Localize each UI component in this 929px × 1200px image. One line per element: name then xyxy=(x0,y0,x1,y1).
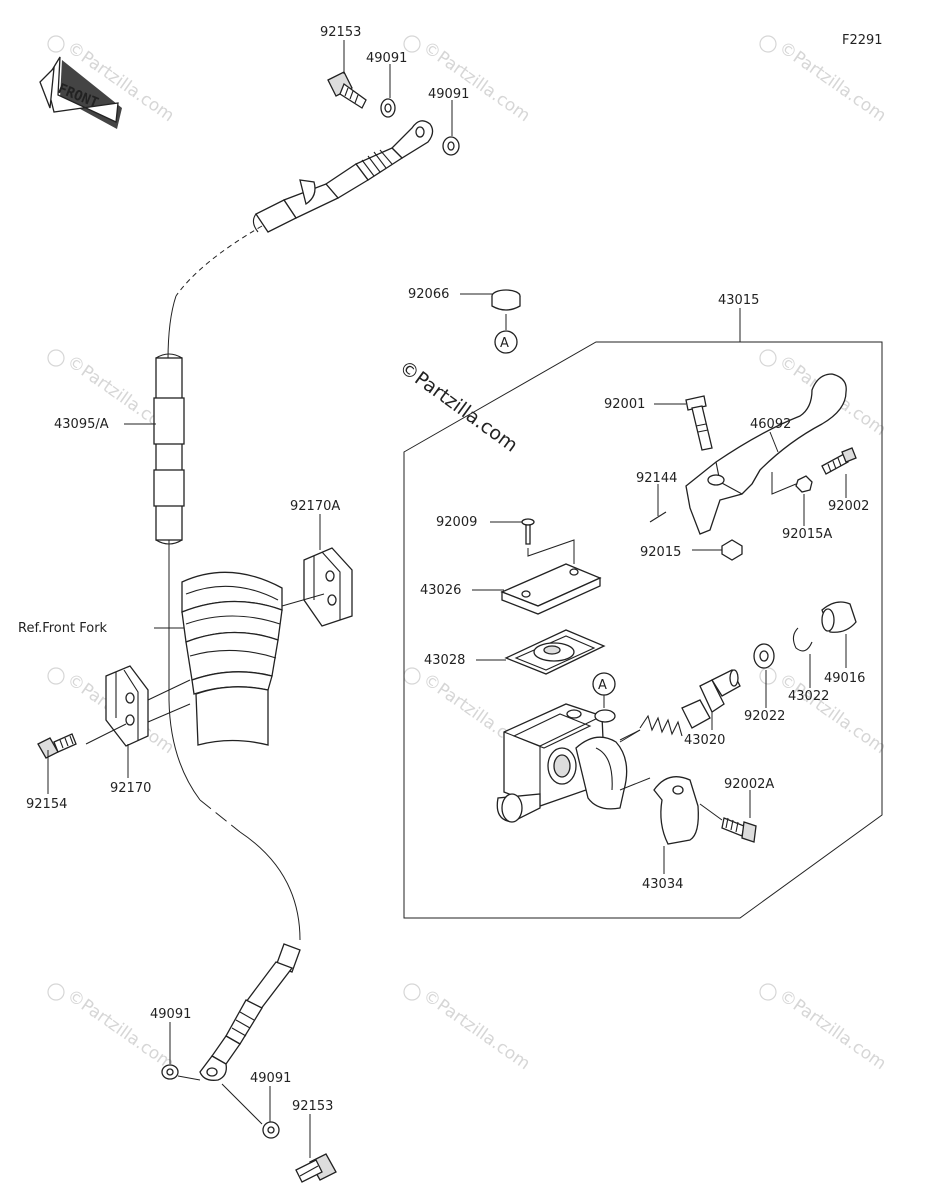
watermark-text: ©Partzilla.com xyxy=(775,986,890,1075)
callout-49091-d: 49091 xyxy=(250,1071,291,1086)
ref-a-top: A xyxy=(500,336,509,351)
copyright-text: ©Partzilla.com xyxy=(395,356,522,456)
callout-43015: 43015 xyxy=(718,293,759,308)
watermark-text: ©Partzilla.com xyxy=(419,986,534,1075)
bolt-92002 xyxy=(821,447,857,475)
nut-92015 xyxy=(721,539,743,561)
spring-92144 xyxy=(649,511,667,523)
callout-92015A: 92015A xyxy=(782,527,832,542)
pin-92001 xyxy=(685,395,713,451)
bolt-92002A xyxy=(721,817,757,843)
watermark-text: ©Partzilla.com xyxy=(775,38,890,127)
figure-code: F2291 xyxy=(842,33,883,48)
front-fork xyxy=(181,571,283,746)
callout-92002: 92002 xyxy=(828,499,869,514)
callout-43034: 43034 xyxy=(642,877,683,892)
callout-43022: 43022 xyxy=(788,689,829,704)
piston-43020 xyxy=(619,669,741,741)
assembly-43015-frame xyxy=(403,341,883,919)
lever-46092 xyxy=(685,373,847,535)
ref-front-fork-label: Ref.Front Fork xyxy=(18,621,108,636)
callout-43020: 43020 xyxy=(684,733,725,748)
watermark-layer: ©Partzilla.com ©Partzilla.com ©Partzilla… xyxy=(47,35,890,1075)
diaphragm-43028 xyxy=(504,629,606,675)
clamp-92170 xyxy=(85,665,191,747)
banjo-bolt-top xyxy=(327,71,367,109)
callout-43026: 43026 xyxy=(420,583,461,598)
callout-49091-a: 49091 xyxy=(366,51,407,66)
callout-46092: 46092 xyxy=(750,417,791,432)
callout-49091-c: 49091 xyxy=(150,1007,191,1022)
hose-segment xyxy=(155,357,183,541)
callout-92144: 92144 xyxy=(636,471,677,486)
callout-92170A: 92170A xyxy=(290,499,340,514)
circlip-43022 xyxy=(792,627,813,652)
front-direction-arrow: FRONT xyxy=(39,56,122,129)
screw-92009 xyxy=(521,518,575,564)
callout-92009: 92009 xyxy=(436,515,477,530)
callout-92001: 92001 xyxy=(604,397,645,412)
callout-49016: 49016 xyxy=(824,671,865,686)
callout-92002A: 92002A xyxy=(724,777,774,792)
clamp-92170A xyxy=(281,547,353,627)
banjo-fitting-top xyxy=(391,120,434,159)
nut-92015A xyxy=(795,475,813,493)
callout-43095: 43095/A xyxy=(54,417,109,432)
callout-92154: 92154 xyxy=(26,797,67,812)
banjo-bolt-bottom xyxy=(295,1153,337,1183)
leader-lines xyxy=(47,40,847,1158)
cover-43026 xyxy=(500,563,602,615)
callout-92153-bottom: 92153 xyxy=(292,1099,333,1114)
callout-labels: 92153 49091 49091 43095/A 92170A Ref.Fro… xyxy=(18,25,869,1114)
callout-92153-top: 92153 xyxy=(320,25,361,40)
bolt-92154 xyxy=(37,733,77,759)
cap-92066 xyxy=(491,289,521,354)
boot-49016 xyxy=(821,601,857,633)
ref-a-body: A xyxy=(598,678,607,693)
clamp-43034 xyxy=(653,776,723,845)
callout-92015: 92015 xyxy=(640,545,681,560)
watermark-text: ©Partzilla.com xyxy=(419,38,534,127)
callout-49091-b: 49091 xyxy=(428,87,469,102)
master-cylinder-body xyxy=(496,703,651,823)
callout-92066: 92066 xyxy=(408,287,449,302)
brake-hose xyxy=(153,71,460,1183)
watermark-text: ©Partzilla.com xyxy=(63,986,178,1075)
callout-43028: 43028 xyxy=(424,653,465,668)
callout-92170: 92170 xyxy=(110,781,151,796)
callout-92022: 92022 xyxy=(744,709,785,724)
